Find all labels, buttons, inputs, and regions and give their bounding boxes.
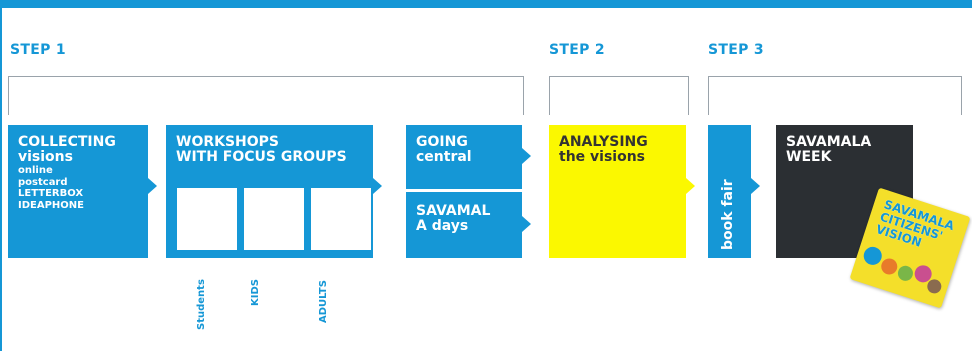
- savamala-week-line1: SAVAMALA: [786, 134, 872, 150]
- going-line1: GOING: [416, 134, 468, 150]
- arrow-right-icon: [522, 148, 531, 164]
- step-2-label: STEP 2: [549, 42, 605, 58]
- workshops-title: WORKSHOPS: [176, 134, 280, 150]
- collecting-item: IDEAPHONE: [18, 199, 84, 211]
- book-fair-box: [708, 125, 751, 258]
- collecting-item: online: [18, 165, 53, 176]
- collecting-item: postcard: [18, 176, 68, 188]
- step-1-bracket: [8, 76, 524, 115]
- arrow-right-icon: [522, 216, 531, 232]
- step-2-bracket: [549, 76, 689, 115]
- savamala-week-line2: WEEK: [786, 149, 832, 165]
- students-group-box: [177, 188, 237, 250]
- group-label-kids: KIDS: [250, 279, 261, 306]
- group-label-students: Students: [196, 279, 207, 330]
- adults-group-box: [311, 188, 371, 250]
- savamala-days-line2: A days: [416, 218, 469, 234]
- collecting-subtitle: visions: [18, 149, 73, 165]
- left-border: [0, 8, 2, 351]
- collecting-item: LETTERBOX: [18, 188, 84, 199]
- savamala-days-line1: SAVAMAL: [416, 203, 491, 219]
- workshops-subtitle: WITH FOCUS GROUPS: [176, 149, 347, 165]
- book-fair-label: book fair: [720, 179, 736, 250]
- top-border: [0, 0, 972, 8]
- arrow-right-icon: [148, 178, 157, 194]
- savamala-days-box: SAVAMAL A days: [406, 192, 522, 258]
- badge-text: SAVAMALA CITIZENS' VISION: [874, 197, 957, 250]
- group-label-adults: ADULTS: [318, 280, 329, 323]
- face-icon: [879, 256, 900, 277]
- kids-group-box: [244, 188, 304, 250]
- arrow-right-icon: [686, 178, 695, 194]
- analysing-visions-box: ANALYSING the visions: [549, 125, 686, 258]
- face-icon: [895, 263, 915, 283]
- step-1-label: STEP 1: [10, 42, 66, 58]
- arrow-right-icon: [751, 178, 760, 194]
- step-3-bracket: [708, 76, 962, 115]
- analysing-line2: the visions: [559, 149, 646, 165]
- analysing-line1: ANALYSING: [559, 134, 648, 150]
- going-line2: central: [416, 149, 472, 165]
- collecting-title: COLLECTING: [18, 134, 116, 150]
- collecting-visions-box: COLLECTING visions online postcard LETTE…: [8, 125, 148, 258]
- step-3-label: STEP 3: [708, 42, 764, 58]
- arrow-right-icon: [373, 178, 382, 194]
- going-central-box: GOING central: [406, 125, 522, 189]
